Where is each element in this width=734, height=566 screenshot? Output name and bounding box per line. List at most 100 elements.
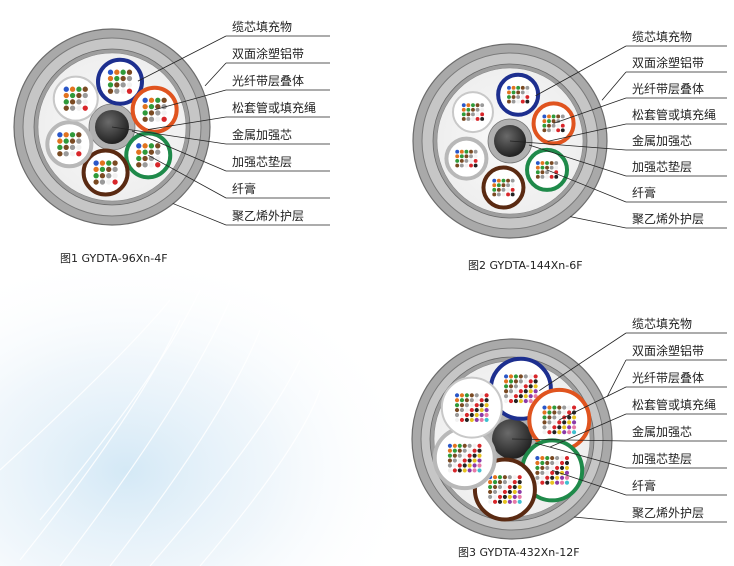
fiber bbox=[464, 417, 469, 422]
leader-line bbox=[553, 97, 627, 124]
fiber bbox=[155, 116, 161, 122]
fiber bbox=[501, 187, 506, 192]
fiber bbox=[148, 103, 155, 110]
fiber bbox=[76, 132, 82, 138]
callout-label: 松套管或填充绳 bbox=[632, 107, 716, 122]
fiber bbox=[552, 410, 557, 415]
fiber bbox=[492, 480, 498, 485]
fiber bbox=[507, 95, 511, 99]
fiber bbox=[142, 149, 148, 155]
callout-7: 纤膏 bbox=[546, 169, 727, 203]
fiber bbox=[517, 484, 522, 490]
fiber bbox=[477, 443, 482, 448]
fiber bbox=[496, 187, 501, 192]
fiber bbox=[57, 132, 63, 138]
callout-6: 加强芯垫层 bbox=[528, 144, 727, 177]
fiber bbox=[469, 398, 474, 403]
fiber bbox=[474, 403, 479, 408]
fiber bbox=[533, 384, 538, 389]
fiber bbox=[457, 463, 462, 468]
fiber bbox=[464, 149, 469, 154]
fiber bbox=[475, 103, 480, 108]
fiber bbox=[501, 192, 506, 197]
callout-label: 加强芯垫层 bbox=[632, 159, 692, 174]
fiber bbox=[540, 161, 545, 165]
fiber bbox=[459, 398, 465, 403]
fiber bbox=[542, 123, 547, 128]
fiber bbox=[148, 110, 155, 116]
fiber bbox=[560, 128, 565, 133]
tube-wall bbox=[444, 136, 489, 181]
fiber bbox=[455, 163, 460, 168]
fiber bbox=[555, 465, 560, 471]
fiber bbox=[562, 430, 567, 435]
leader-line bbox=[535, 45, 627, 97]
loose-tube-brown bbox=[481, 165, 526, 210]
fiber bbox=[550, 465, 555, 471]
fiber bbox=[112, 173, 118, 179]
light-streak bbox=[149, 359, 301, 566]
cable-cross-section-1: 缆芯填充物双面涂塑铝带光纤带层叠体松套管或填充绳金属加强芯加强芯垫层纤膏聚乙烯外… bbox=[13, 19, 330, 265]
fiber bbox=[554, 165, 559, 170]
fiber bbox=[525, 95, 530, 99]
light-streak bbox=[109, 329, 261, 566]
fiber bbox=[559, 475, 565, 480]
fiber bbox=[161, 97, 167, 103]
fiber bbox=[496, 178, 501, 183]
fiber bbox=[512, 499, 517, 504]
fiber bbox=[467, 443, 472, 448]
fiber bbox=[69, 99, 76, 105]
fiber bbox=[501, 183, 506, 188]
fiber bbox=[82, 99, 88, 105]
figure-caption: 图1 GYDTA-96Xn-4F bbox=[60, 252, 168, 265]
fiber bbox=[142, 97, 148, 103]
tube-wall bbox=[52, 75, 99, 122]
fiber bbox=[513, 389, 518, 394]
fiber bbox=[497, 494, 503, 499]
fiber bbox=[136, 149, 142, 155]
cable-cross-section-2: 缆芯填充物双面涂塑铝带光纤带层叠体松套管或填充绳金属加强芯加强芯垫层纤膏聚乙烯外… bbox=[412, 29, 727, 272]
callout-4: 松套管或填充绳 bbox=[550, 397, 727, 448]
fiber bbox=[504, 389, 509, 394]
fiber bbox=[114, 69, 120, 75]
fiber bbox=[488, 499, 493, 504]
callout-8: 聚乙烯外护层 bbox=[172, 203, 330, 226]
fiber bbox=[542, 405, 547, 410]
fiber bbox=[142, 162, 148, 168]
fiber bbox=[120, 75, 126, 82]
fiber bbox=[57, 138, 63, 144]
fiber bbox=[484, 407, 489, 413]
fiber bbox=[525, 90, 530, 95]
fiber bbox=[106, 173, 112, 179]
fiber bbox=[545, 170, 549, 175]
fiber bbox=[69, 138, 76, 144]
fiber bbox=[542, 425, 547, 430]
fiber bbox=[508, 374, 514, 379]
figure-caption: 图3 GYDTA-432Xn-12F bbox=[458, 546, 580, 559]
fiber bbox=[76, 105, 82, 111]
fiber bbox=[466, 117, 471, 121]
fiber bbox=[552, 415, 557, 420]
leader-line bbox=[601, 71, 627, 101]
fiber bbox=[161, 103, 167, 110]
fiber bbox=[475, 107, 480, 112]
fiber bbox=[562, 410, 567, 415]
fiber bbox=[107, 82, 114, 88]
fiber bbox=[513, 394, 518, 399]
fiber bbox=[547, 415, 552, 420]
fiber bbox=[484, 393, 489, 398]
callout-5: 金属加强芯 bbox=[111, 126, 330, 145]
fiber bbox=[535, 475, 540, 480]
fiber bbox=[477, 468, 482, 473]
fiber bbox=[142, 110, 148, 116]
callout-6: 加强芯垫层 bbox=[131, 130, 330, 172]
fiber bbox=[555, 456, 560, 461]
leader-line bbox=[154, 89, 227, 111]
fiber bbox=[533, 374, 538, 379]
fiber bbox=[535, 470, 540, 475]
callout-3: 光纤带层叠体 bbox=[553, 82, 727, 124]
fiber bbox=[518, 379, 523, 384]
fiber bbox=[459, 412, 465, 418]
fiber bbox=[518, 384, 523, 389]
callout-1: 缆芯填充物 bbox=[539, 316, 727, 391]
